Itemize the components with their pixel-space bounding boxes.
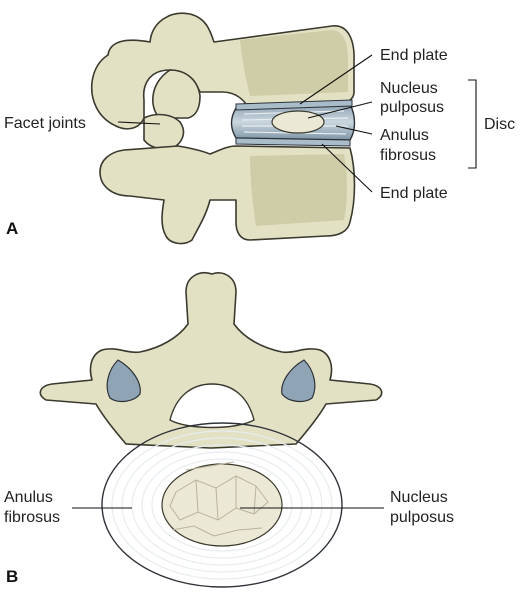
- upper-vertebra: [90, 12, 355, 130]
- anulus-ring-1: [111, 430, 333, 580]
- lower-body-shading: [250, 154, 347, 226]
- panel-a-letter: A: [6, 219, 18, 238]
- facet-joint: [143, 113, 185, 150]
- label-facet-joints: Facet joints: [4, 115, 86, 132]
- label-anulus-fibrosus-b-line2: fibrosus: [4, 509, 60, 526]
- anulus-fibrosus-top: [101, 422, 343, 588]
- upper-pedicle: [152, 69, 201, 119]
- label-anulus-fibrosus-b-line1: Anulus: [4, 489, 53, 506]
- label-anulus-fibrosus-a-line1: Anulus: [380, 127, 429, 144]
- label-nucleus-pulposus-a-line2: pulposus: [380, 99, 444, 116]
- lower-vertebra: [99, 145, 356, 245]
- anulus-ring-2: [121, 437, 323, 573]
- end-plate-top: [235, 99, 353, 111]
- panel-b-letter: B: [6, 567, 18, 586]
- leader-nucleus-side: [307, 101, 373, 119]
- label-end-plate-top: End plate: [380, 47, 448, 64]
- intervertebral-disc-side: [230, 99, 356, 147]
- left-facet-surface: [106, 359, 141, 403]
- end-plate-bottom: [235, 137, 351, 147]
- label-nucleus-pulposus-a-line1: Nucleus: [380, 80, 438, 97]
- panel-b-superior-view: Anulus fibrosus Nucleus pulposus B: [4, 272, 454, 588]
- anulus-ring-4: [141, 451, 303, 559]
- label-nucleus-pulposus-b-line1: Nucleus: [390, 489, 448, 506]
- label-disc: Disc: [484, 116, 515, 133]
- leader-end-plate-bottom: [321, 143, 373, 193]
- vertebral-foramen: [169, 383, 255, 429]
- intervertebral-disc-top: [101, 422, 343, 588]
- disc-bracket: [468, 79, 477, 169]
- anulus-ring-3: [131, 444, 313, 566]
- upper-body-shading: [240, 29, 348, 96]
- label-end-plate-bottom: End plate: [380, 185, 448, 202]
- right-facet-surface: [281, 359, 316, 403]
- label-anulus-fibrosus-a-line2: fibrosus: [380, 147, 436, 164]
- nucleus-texture: [169, 461, 269, 537]
- posterior-arch: [39, 272, 383, 449]
- panel-a-leaders: [117, 54, 477, 193]
- panel-a-lateral-view: End plate Nucleus pulposus Anulus fibros…: [4, 12, 515, 245]
- label-nucleus-pulposus-b-line2: pulposus: [390, 509, 454, 526]
- leader-facet-joints: [117, 121, 161, 125]
- leader-anulus-side: [335, 125, 373, 135]
- anulus-ring-5: [151, 458, 293, 552]
- leader-end-plate-top: [299, 54, 373, 105]
- nucleus-pulposus-side: [271, 110, 325, 134]
